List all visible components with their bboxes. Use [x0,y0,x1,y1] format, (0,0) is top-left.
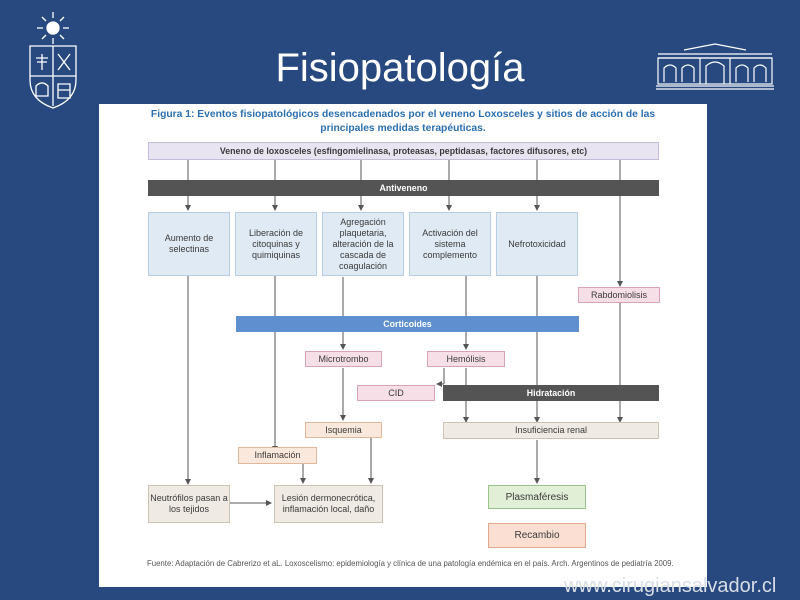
flowchart-figure: Figura 1: Eventos fisiopatológicos desen… [99,104,707,587]
effect-selectinas: Aumento de selectinas [148,212,230,276]
plasmaferesis-box: Plasmaféresis [488,485,586,509]
source-citation: Fuente: Adaptación de Cabrerizo et aL. L… [147,559,674,568]
cid-box: CID [357,385,435,401]
watermark-url: www.cirugiansalvador.cl [564,575,777,597]
figure-caption-line2: principales medidas terapéuticas. [320,122,486,134]
figure-caption: Figura 1: Eventos fisiopatológicos desen… [99,108,707,135]
antiveneno-bar: Antiveneno [148,180,659,196]
hidratacion-bar: Hidratación [443,385,659,401]
microtrombo-box: Microtrombo [305,351,382,367]
hemolisis-box: Hemólisis [427,351,505,367]
figure-caption-line1: Figura 1: Eventos fisiopatológicos desen… [150,109,656,120]
building-logo [656,43,774,90]
slide-title: Fisiopatología [275,46,525,90]
neutrofilos-box: Neutrófilos pasan a los tejidos [148,485,230,523]
effect-complemento: Activación del sistema complemento [409,212,491,276]
isquemia-box: Isquemia [305,422,382,438]
effect-nefrotoxicidad: Nefrotoxicidad [496,212,578,276]
inflamacion-box: Inflamación [238,447,317,464]
lesion-box: Lesión dermonecrótica, inflamación local… [274,485,383,523]
effect-citoquinas: Liberación de citoquinas y quimiquinas [235,212,317,276]
corticoides-bar: Corticoides [236,316,579,332]
university-crest-logo [29,12,77,109]
insuficiencia-renal-box: Insuficiencia renal [443,422,659,439]
rabdomiolisis-box: Rabdomiolisis [578,287,660,303]
recambio-box: Recambio [488,523,586,548]
venom-bar: Veneno de loxosceles (esfingomielinasa, … [148,142,659,160]
effect-agregacion: Agregación plaquetaria, alteración de la… [322,212,404,276]
